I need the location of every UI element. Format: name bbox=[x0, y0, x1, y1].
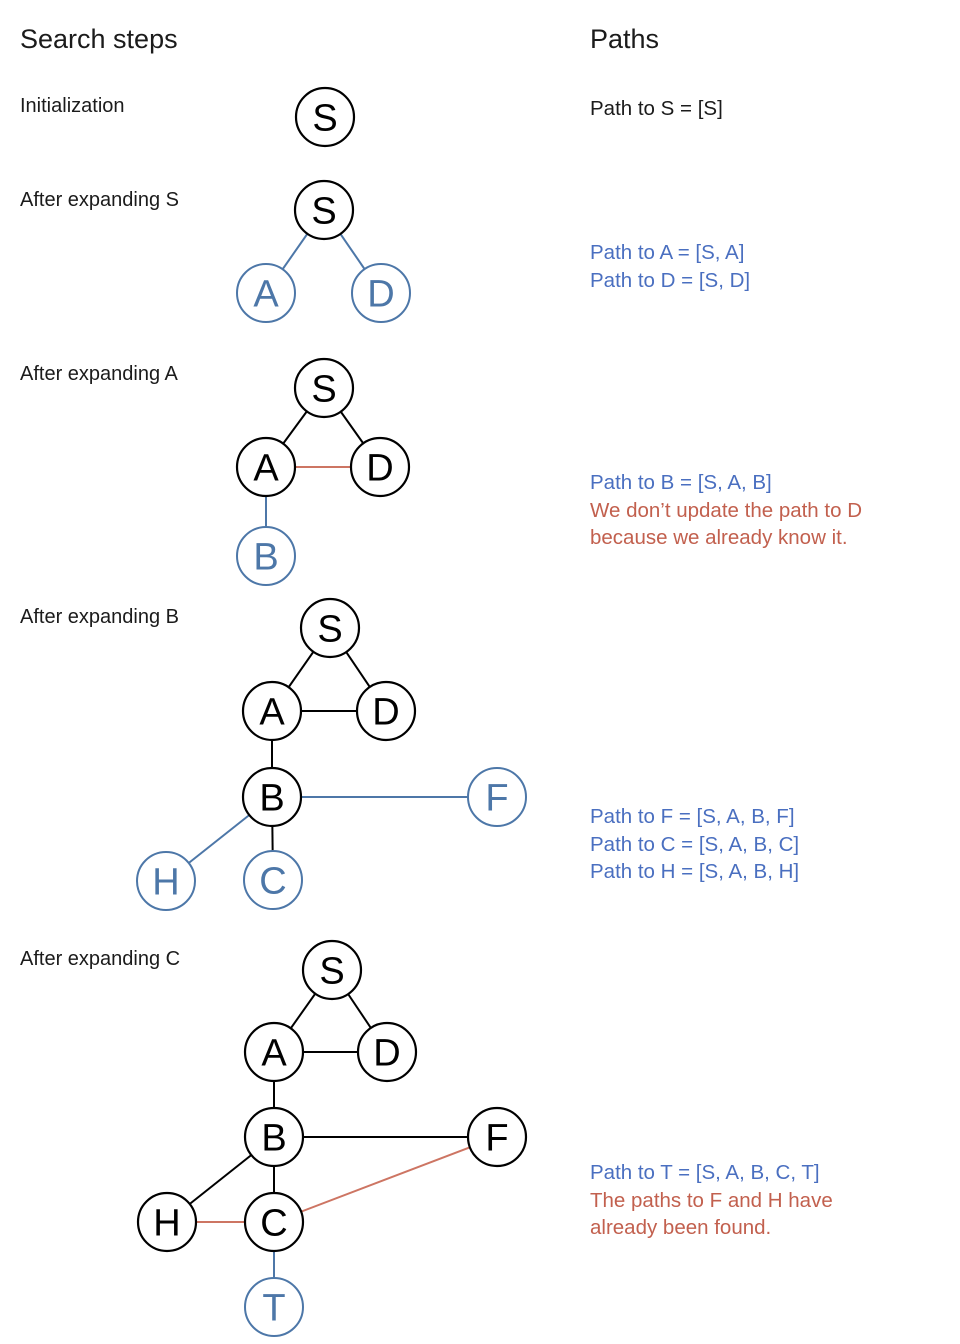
node-circle-D bbox=[349, 436, 411, 498]
node-circle-S bbox=[294, 86, 356, 148]
node-circle-S bbox=[293, 357, 355, 419]
node-circle-T bbox=[244, 1277, 304, 1337]
note-line: Path to F = [S, A, B, F] bbox=[590, 805, 795, 828]
note-line: Path to A = [S, A] bbox=[590, 241, 745, 264]
right-column-title: Paths bbox=[590, 24, 660, 54]
node-circle-F bbox=[467, 767, 527, 827]
note-line: Path to D = [S, D] bbox=[590, 268, 751, 292]
left-column-title: Search steps bbox=[20, 24, 178, 54]
node-label-F: F bbox=[485, 1118, 508, 1160]
node-label-D: D bbox=[366, 448, 393, 490]
notes-after-expanding-b: Path to F = [S, A, B, F] Path to C = [S,… bbox=[590, 803, 799, 886]
node-label-B: B bbox=[259, 778, 284, 820]
node-label-A: A bbox=[253, 274, 279, 316]
node-label-S: S bbox=[317, 609, 342, 651]
node-label-C: C bbox=[259, 861, 286, 903]
node-circle-H bbox=[136, 1191, 198, 1253]
node-label-S: S bbox=[311, 369, 336, 411]
note-line: Path to H = [S, A, B, H] bbox=[590, 860, 800, 883]
node-circle-S bbox=[293, 179, 355, 241]
node-circle-D bbox=[355, 680, 417, 742]
node-circle-B bbox=[236, 526, 296, 586]
note-line: We don’t update the path to D bbox=[590, 498, 863, 522]
notes-after-expanding-c: Path to T = [S, A, B, C, T] The paths to… bbox=[590, 1159, 833, 1242]
notes-after-expanding-a: Path to B = [S, A, B] We don’t update th… bbox=[590, 469, 862, 552]
node-label-A: A bbox=[253, 448, 279, 490]
node-label-S: S bbox=[312, 98, 337, 140]
node-label-T: T bbox=[262, 1288, 285, 1330]
note-line: Path to C = [S, A, B, C] bbox=[590, 832, 800, 856]
note-line: already been found. bbox=[590, 1216, 772, 1239]
node-label-S: S bbox=[319, 951, 344, 993]
node-circle-S bbox=[299, 597, 361, 659]
node-label-D: D bbox=[373, 1033, 400, 1075]
note-line: Path to T = [S, A, B, C, T] bbox=[590, 1161, 820, 1184]
node-label-C: C bbox=[260, 1203, 287, 1245]
note-line: Path to B = [S, A, B] bbox=[590, 471, 772, 494]
node-circle-D bbox=[351, 263, 411, 323]
graph-step-3: SA D B F H C bbox=[136, 597, 527, 911]
notes-initialization: Path to S = [S] bbox=[590, 95, 723, 123]
node-circle-F bbox=[466, 1106, 528, 1168]
node-label-D: D bbox=[372, 692, 399, 734]
node-circle-D bbox=[356, 1021, 418, 1083]
notes-after-expanding-s: Path to A = [S, A] Path to D = [S, D] bbox=[590, 239, 750, 294]
node-label-B: B bbox=[261, 1118, 286, 1160]
node-circle-H bbox=[136, 851, 196, 911]
note-line: because we already know it. bbox=[590, 526, 848, 549]
step-label-after-expanding-b: After expanding B bbox=[20, 606, 179, 628]
graph-step-0: S bbox=[294, 86, 356, 148]
node-circle-S bbox=[301, 939, 363, 1001]
note-line: Path to S = [S] bbox=[590, 97, 723, 120]
step-label-after-expanding-a: After expanding A bbox=[20, 363, 178, 385]
edge-C-F bbox=[273, 1136, 498, 1223]
node-label-H: H bbox=[152, 862, 179, 904]
node-label-D: D bbox=[367, 274, 394, 316]
node-circle-A bbox=[243, 1021, 305, 1083]
node-circle-B bbox=[241, 766, 303, 828]
node-circle-B bbox=[243, 1106, 305, 1168]
node-circle-A bbox=[236, 263, 296, 323]
graph-step-4: SA D B F H C T bbox=[136, 939, 528, 1337]
node-label-B: B bbox=[253, 537, 278, 579]
node-label-F: F bbox=[485, 778, 508, 820]
step-label-after-expanding-c: After expanding C bbox=[20, 948, 181, 970]
step-label-after-expanding-s: After expanding S bbox=[20, 189, 179, 211]
node-label-S: S bbox=[311, 191, 336, 233]
step-label-initialization: Initialization bbox=[20, 95, 125, 117]
node-circle-A bbox=[241, 680, 303, 742]
node-circle-C bbox=[243, 850, 303, 910]
graph-step-2: SA D B bbox=[235, 357, 411, 586]
node-label-H: H bbox=[153, 1203, 180, 1245]
node-label-A: A bbox=[259, 692, 285, 734]
node-label-A: A bbox=[261, 1033, 287, 1075]
node-circle-C bbox=[243, 1191, 305, 1253]
node-circle-A bbox=[235, 436, 297, 498]
graph-step-1: SA D bbox=[236, 179, 411, 323]
note-line: The paths to F and H have bbox=[590, 1188, 833, 1212]
